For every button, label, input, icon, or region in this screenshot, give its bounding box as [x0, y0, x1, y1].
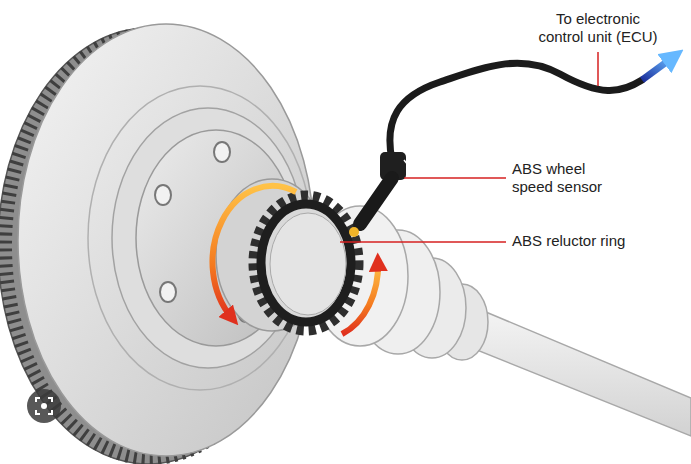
- rotation-arrows: [213, 186, 379, 334]
- bolt-hole: [160, 282, 176, 302]
- bolt-hole: [155, 185, 171, 205]
- part-label: ABS wheel speed sensor: [512, 160, 622, 196]
- axle-shaft: [462, 302, 691, 436]
- sensor-highlight: [404, 160, 412, 170]
- bolt-hole: [214, 142, 230, 162]
- ring-teeth: [254, 196, 358, 330]
- icon-dot: [41, 403, 47, 409]
- icon-background: [27, 389, 61, 423]
- leader-line: [340, 241, 506, 243]
- part-label: ABS reluctor ring: [512, 232, 682, 250]
- sensor-body: [360, 178, 392, 224]
- rotation-arrow: [213, 186, 296, 318]
- leader-line: [597, 52, 599, 86]
- rotation-arrow: [342, 262, 378, 334]
- drive-axle: [312, 206, 691, 436]
- sensor-cable: [390, 63, 642, 160]
- reluctor-ring: [254, 196, 358, 330]
- ring-body: [261, 204, 351, 322]
- wheel-speed-sensor: [349, 58, 672, 237]
- part-label: To electronic control unit (ECU): [533, 10, 663, 46]
- icon-frame: [36, 398, 52, 414]
- leader-lines: [340, 52, 598, 242]
- leader-line: [404, 177, 506, 179]
- lens-icon: [27, 389, 61, 423]
- signal-arrow: [642, 58, 672, 80]
- sensor-tip: [349, 227, 359, 237]
- ring-bore: [270, 213, 346, 315]
